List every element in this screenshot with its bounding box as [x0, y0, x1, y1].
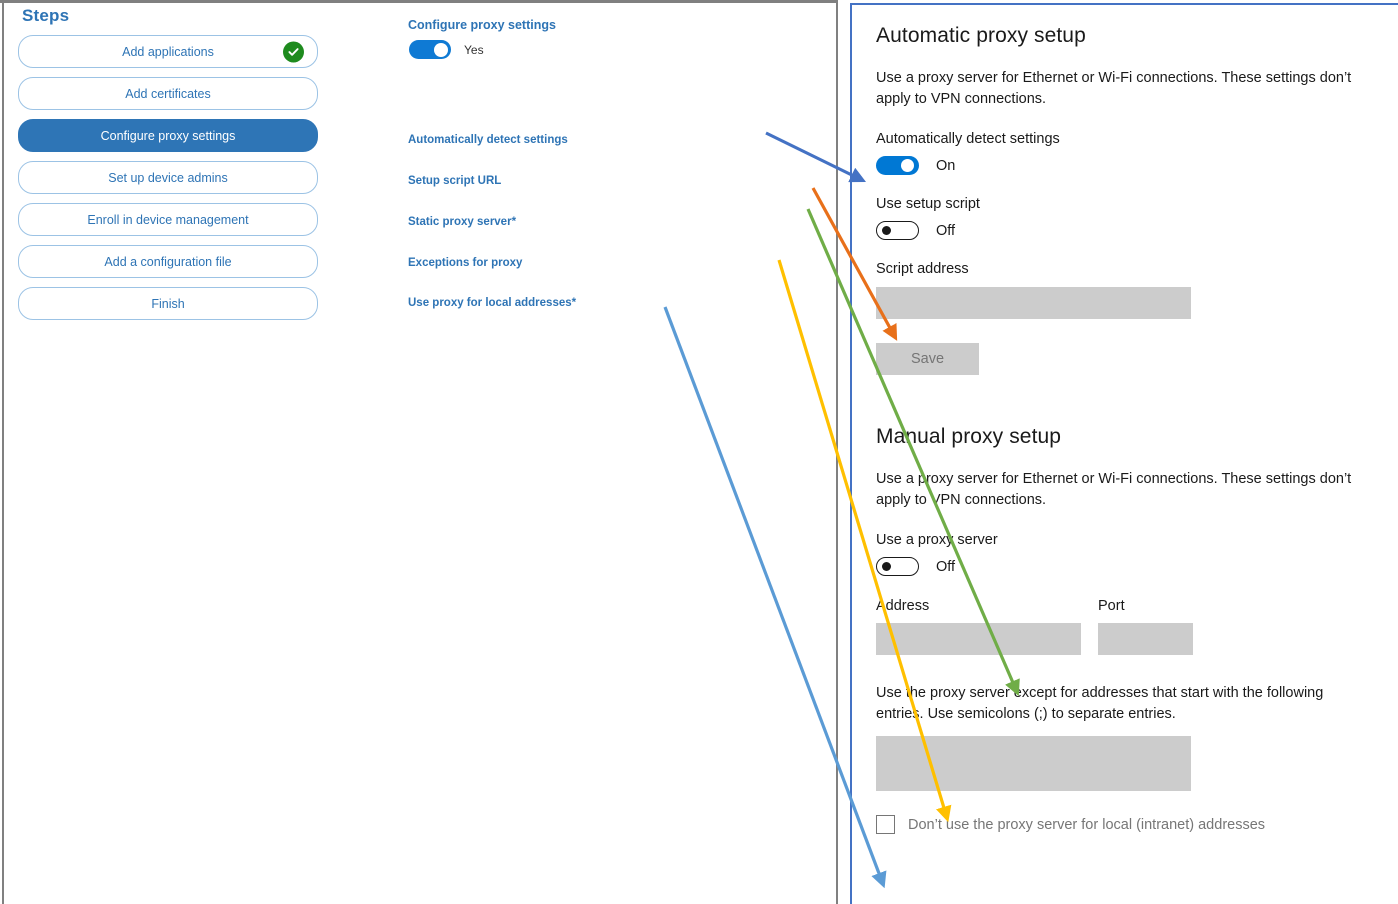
exceptions-description: Use the proxy server except for addresse…	[876, 685, 1324, 722]
step-label: Finish	[151, 296, 185, 311]
toggle-state-label: Off	[936, 222, 956, 239]
exceptions-input[interactable]	[876, 736, 1191, 791]
local-addresses-checkbox-row[interactable]: Don’t use the proxy server for local (in…	[876, 815, 1398, 834]
sidebar-item-add-applications[interactable]: Add applications	[18, 35, 318, 68]
toggle-state-label: Off	[936, 558, 956, 575]
panel-divider-border	[836, 0, 838, 904]
field-label: Automatically detect settings	[408, 134, 568, 146]
sidebar-item-add-certificates[interactable]: Add certificates	[18, 77, 318, 110]
step-label: Add applications	[122, 44, 214, 59]
automatic-proxy-setup-heading: Automatic proxy setup	[876, 24, 1086, 47]
arrow-auto-detect	[765, 131, 867, 183]
sidebar-item-finish[interactable]: Finish	[18, 287, 318, 320]
configure-proxy-toggle[interactable]: Yes	[409, 40, 484, 59]
field-label: Setup script URL	[408, 175, 502, 187]
use-setup-script-toggle[interactable]: Off	[876, 221, 1398, 240]
windows-proxy-settings-panel: Automatic proxy setup Use a proxy server…	[850, 3, 1398, 904]
check-circle-icon	[283, 41, 304, 62]
use-a-proxy-server-label: Use a proxy server	[876, 532, 998, 548]
step-label: Add certificates	[125, 86, 211, 101]
automatic-proxy-description: Use a proxy server for Ethernet or Wi-Fi…	[876, 70, 1352, 107]
use-a-proxy-server-toggle[interactable]: Off	[876, 557, 1398, 576]
save-button[interactable]: Save	[876, 343, 979, 375]
port-label: Port	[1098, 598, 1125, 614]
script-address-label: Script address	[876, 261, 969, 277]
step-label: Set up device admins	[108, 170, 228, 185]
toggle-switch-on[interactable]	[409, 40, 451, 59]
use-setup-script-label: Use setup script	[876, 196, 980, 212]
manual-proxy-description: Use a proxy server for Ethernet or Wi-Fi…	[876, 471, 1352, 508]
step-label: Enroll in device management	[87, 212, 249, 227]
toggle-switch-on[interactable]	[876, 156, 919, 175]
automatically-detect-settings-label: Automatically detect settings	[876, 131, 1060, 147]
toggle-switch-off[interactable]	[876, 557, 919, 576]
sidebar-item-add-a-configuration-file[interactable]: Add a configuration file	[18, 245, 318, 278]
toggle-state-label: On	[936, 157, 956, 174]
sidebar-item-enroll-in-device-management[interactable]: Enroll in device management	[18, 203, 318, 236]
port-input[interactable]	[1098, 623, 1193, 655]
sidebar-item-configure-proxy-settings[interactable]: Configure proxy settings	[18, 119, 318, 152]
steps-panel: Steps Add applications Add certificates …	[18, 6, 318, 329]
step-label: Configure proxy settings	[100, 128, 236, 143]
field-label: Exceptions for proxy	[408, 257, 523, 269]
form-heading: Configure proxy settings	[408, 18, 556, 32]
sidebar-item-set-up-device-admins[interactable]: Set up device admins	[18, 161, 318, 194]
local-addresses-checkbox-label: Don’t use the proxy server for local (in…	[908, 816, 1266, 833]
toggle-state-label: Yes	[464, 42, 484, 57]
panel-left-border	[2, 0, 4, 904]
step-label: Add a configuration file	[104, 254, 232, 269]
address-port-row: Address Port	[876, 598, 1398, 655]
checkbox-unchecked-icon[interactable]	[876, 815, 895, 834]
manual-proxy-setup-heading: Manual proxy setup	[876, 425, 1062, 448]
automatically-detect-settings-toggle[interactable]: On	[876, 156, 1398, 175]
field-label: Static proxy server*	[408, 216, 517, 228]
proxy-form-panel: Configure proxy settings Yes	[408, 18, 828, 64]
address-input[interactable]	[876, 623, 1081, 655]
toggle-switch-off[interactable]	[876, 221, 919, 240]
steps-title: Steps	[22, 6, 70, 25]
field-label: Use proxy for local addresses*	[408, 297, 577, 309]
address-label: Address	[876, 598, 930, 614]
panel-top-border	[0, 0, 836, 3]
script-address-input[interactable]	[876, 287, 1191, 319]
